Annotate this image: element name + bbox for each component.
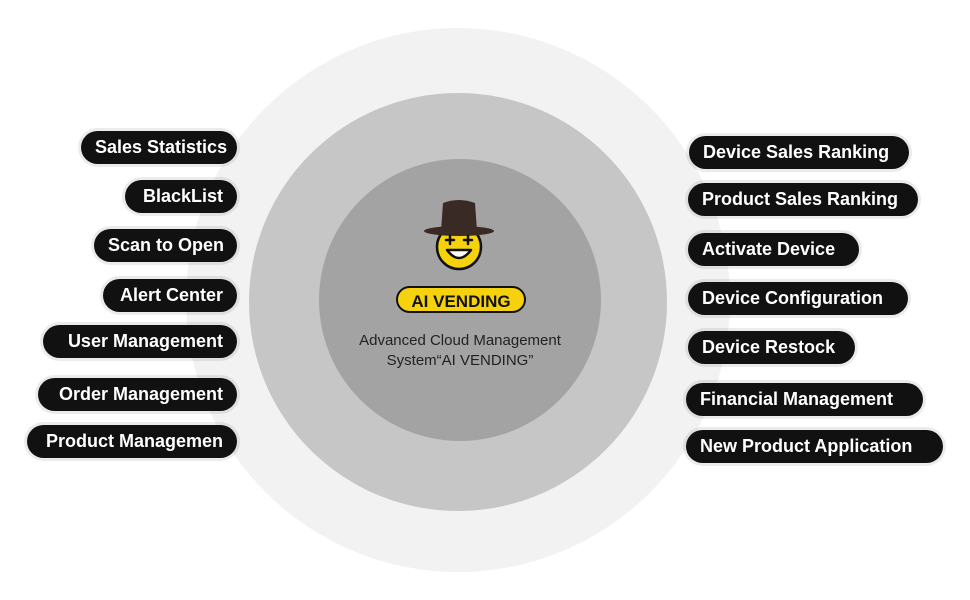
feature-device-restock: Device Restock xyxy=(688,331,855,364)
feature-scan-to-open: Scan to Open xyxy=(94,229,237,262)
description-line-1: Advanced Cloud Management xyxy=(359,332,561,349)
feature-product-management: Product Managemen xyxy=(27,425,237,458)
feature-user-management: User Management xyxy=(43,325,237,358)
feature-new-product-application: New Product Application xyxy=(686,430,943,463)
feature-activate-device: Activate Device xyxy=(688,233,859,266)
hat-smiley-mascot-icon xyxy=(424,200,494,271)
description-line-2: System“AI VENDING” xyxy=(386,352,534,369)
feature-product-sales-ranking: Product Sales Ranking xyxy=(688,183,918,216)
feature-alert-center: Alert Center xyxy=(103,279,237,312)
feature-device-configuration: Device Configuration xyxy=(688,282,908,315)
feature-order-management: Order Management xyxy=(38,378,237,411)
feature-financial-management: Financial Management xyxy=(686,383,923,416)
feature-device-sales-ranking: Device Sales Ranking xyxy=(689,136,909,169)
center-description: Advanced Cloud Management System“AI VEND… xyxy=(330,331,590,371)
brand-badge: AI VENDING xyxy=(396,286,526,313)
feature-blacklist: BlackList xyxy=(125,180,237,213)
feature-sales-statistics: Sales Statistics xyxy=(81,131,237,164)
